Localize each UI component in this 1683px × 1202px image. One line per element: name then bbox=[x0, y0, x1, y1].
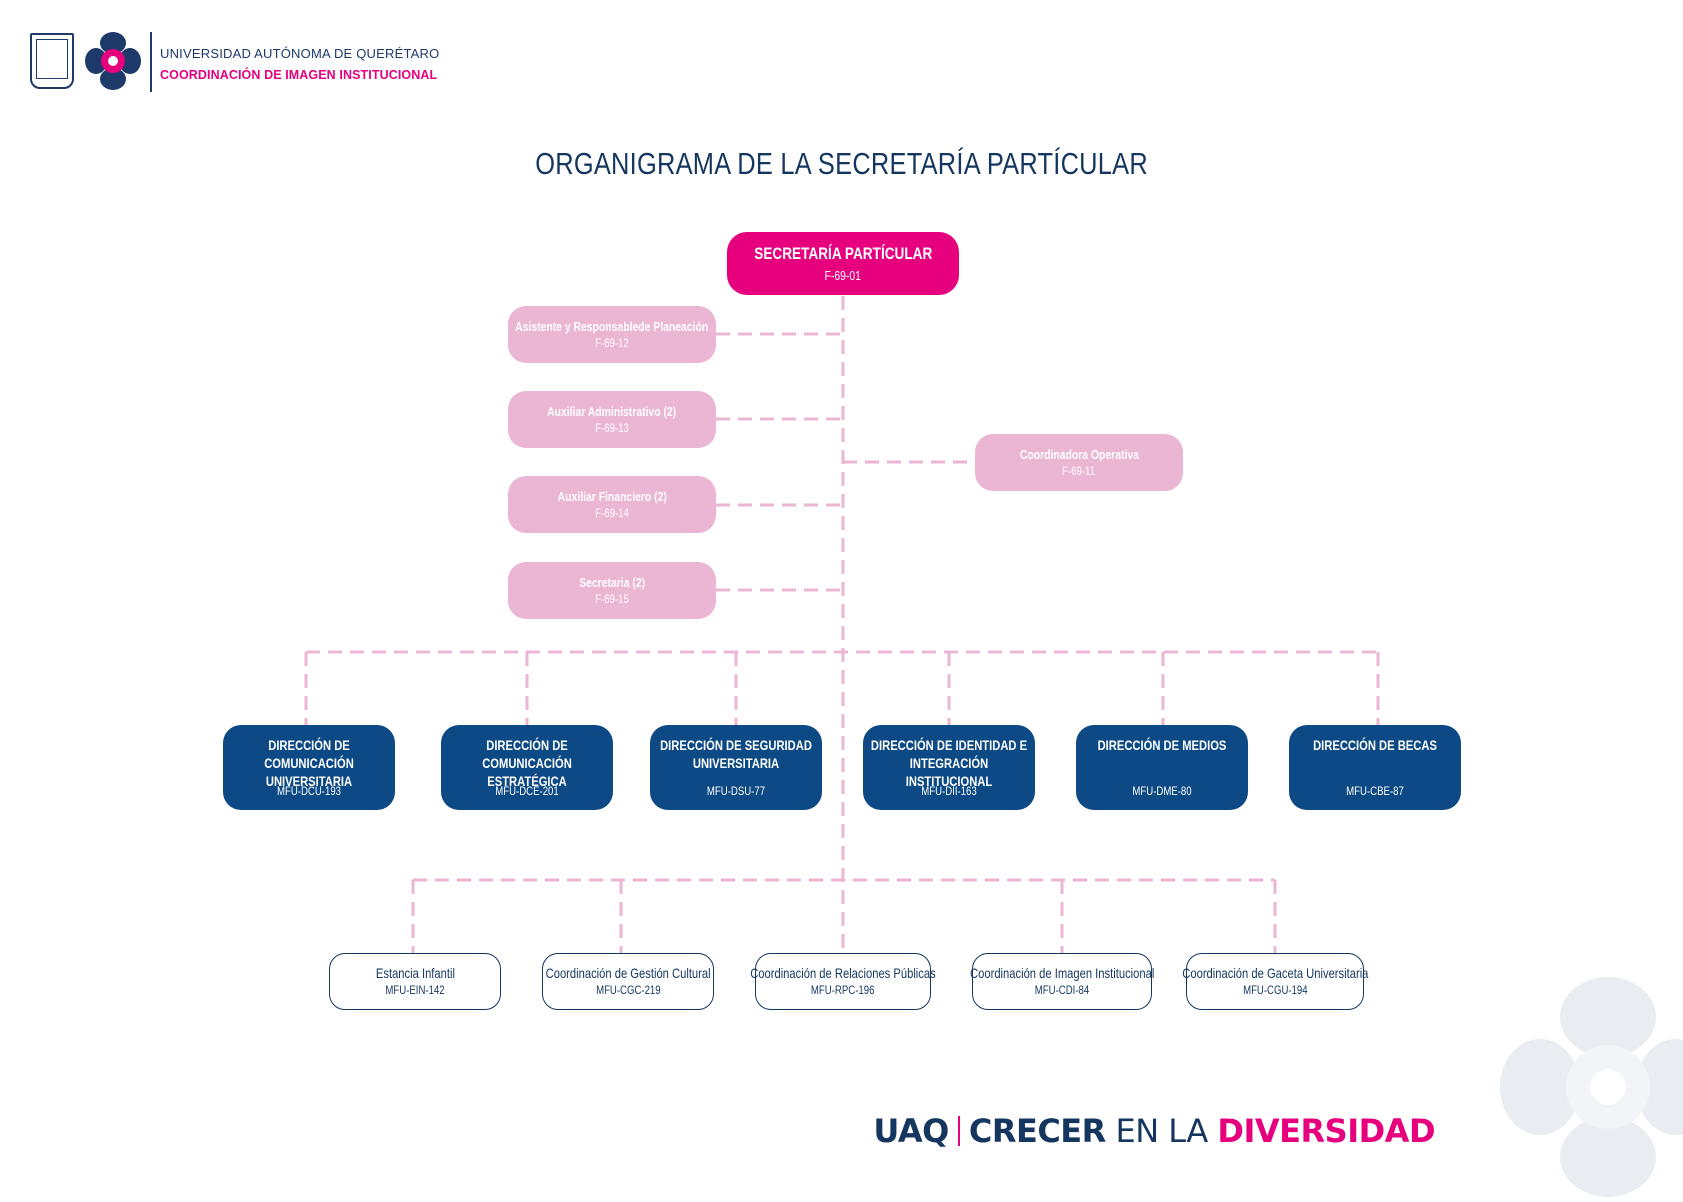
node-code: MFU-DCU-193 bbox=[276, 783, 341, 798]
node-code: F-69-01 bbox=[824, 267, 862, 283]
staff-node: Auxiliar Financiero (2) F-69-14 bbox=[508, 476, 716, 533]
node-title: Coordinación de Relaciones Públicas bbox=[750, 965, 936, 982]
node-code: MFU-DME-80 bbox=[1132, 783, 1192, 798]
node-code: MFU-DSU-77 bbox=[706, 783, 766, 798]
node-title: Asistente y Responsablede Planeación bbox=[515, 318, 709, 334]
node-title: Auxiliar Administrativo (2) bbox=[547, 403, 677, 419]
node-code: MFU-DII-163 bbox=[921, 783, 977, 798]
node-title: DIRECCIÓN DE COMUNICACIÓN ESTRATÉGICA bbox=[482, 737, 572, 789]
node-title: Auxiliar Financiero (2) bbox=[557, 488, 667, 504]
node-title: Coordinadora Operativa bbox=[1019, 446, 1139, 462]
node-code: MFU-CDI-84 bbox=[1034, 983, 1090, 998]
side-node-coordinadora-operativa: Coordinadora Operativa F-69-11 bbox=[975, 434, 1183, 491]
slogan-uaq: UAQ bbox=[873, 1112, 949, 1150]
slogan-crecer: CRECER bbox=[968, 1112, 1106, 1150]
node-code: MFU-CGU-194 bbox=[1242, 983, 1308, 998]
coordination-node: Estancia Infantil MFU-EIN-142 bbox=[329, 953, 501, 1010]
staff-node: Secretaria (2) F-69-15 bbox=[508, 562, 716, 619]
node-title: Secretaria (2) bbox=[579, 574, 645, 590]
node-title: SECRETARÍA PARTÍCULAR bbox=[753, 243, 933, 263]
university-name: UNIVERSIDAD AUTÓNOMA DE QUERÉTARO bbox=[160, 46, 440, 61]
slogan-separator bbox=[957, 1116, 960, 1146]
node-code: MFU-RPC-196 bbox=[811, 983, 875, 998]
slogan-diversidad: DIVERSIDAD bbox=[1217, 1112, 1435, 1150]
staff-node: Auxiliar Administrativo (2) F-69-13 bbox=[508, 391, 716, 448]
watermark-flower-icon bbox=[1500, 977, 1683, 1197]
uaq-crest-logo bbox=[30, 33, 74, 89]
coordination-node: Coordinación de Gestión Cultural MFU-CGC… bbox=[542, 953, 714, 1010]
node-code: F-69-14 bbox=[595, 506, 629, 521]
node-code: F-69-15 bbox=[595, 592, 629, 607]
flower-logo-icon bbox=[85, 32, 141, 90]
node-code: MFU-DCE-201 bbox=[495, 783, 559, 798]
coordination-node: Coordinación de Gaceta Universitaria MFU… bbox=[1182, 953, 1368, 1010]
node-code: MFU-EIN-142 bbox=[385, 983, 445, 998]
coordination-node: Coordinación de Imagen Institucional MFU… bbox=[969, 953, 1155, 1010]
node-code: MFU-CBE-87 bbox=[1346, 783, 1404, 798]
node-title: Coordinación de Imagen Institucional bbox=[969, 965, 1155, 982]
coordination-node: Coordinación de Relaciones Públicas MFU-… bbox=[750, 953, 936, 1010]
direction-node: DIRECCIÓN DE SEGURIDAD UNIVERSITARIA MFU… bbox=[650, 725, 822, 810]
staff-node: Asistente y Responsablede Planeación F-6… bbox=[508, 306, 716, 363]
node-title: DIRECCIÓN DE MEDIOS bbox=[1097, 737, 1227, 753]
node-title: DIRECCIÓN DE IDENTIDAD E INTEGRACIÓN INS… bbox=[870, 737, 1028, 789]
slogan: UAQ CRECER EN LA DIVERSIDAD bbox=[873, 1112, 1435, 1150]
node-code: MFU-CGC-219 bbox=[595, 983, 661, 998]
direction-node: DIRECCIÓN DE COMUNICACIÓN UNIVERSITARIA … bbox=[223, 725, 395, 810]
node-title: Coordinación de Gestión Cultural bbox=[545, 965, 711, 982]
header-divider bbox=[150, 32, 152, 92]
node-title: DIRECCIÓN DE COMUNICACIÓN UNIVERSITARIA bbox=[264, 737, 354, 789]
node-code: F-69-13 bbox=[595, 421, 629, 436]
direction-node: DIRECCIÓN DE BECAS MFU-CBE-87 bbox=[1289, 725, 1461, 810]
page-title: ORGANIGRAMA DE LA SECRETARÍA PARTÍCULAR bbox=[535, 146, 1148, 181]
direction-node: DIRECCIÓN DE COMUNICACIÓN ESTRATÉGICA MF… bbox=[441, 725, 613, 810]
node-title: DIRECCIÓN DE BECAS bbox=[1313, 737, 1437, 753]
node-title: Estancia Infantil bbox=[375, 965, 455, 982]
direction-node: DIRECCIÓN DE IDENTIDAD E INTEGRACIÓN INS… bbox=[863, 725, 1035, 810]
slogan-en-la: EN LA bbox=[1115, 1112, 1208, 1150]
node-code: F-69-11 bbox=[1062, 464, 1096, 479]
node-title: Coordinación de Gaceta Universitaria bbox=[1181, 965, 1369, 982]
top-node-secretaria-particular: SECRETARÍA PARTÍCULAR F-69-01 bbox=[727, 232, 959, 295]
department-name: COORDINACIÓN DE IMAGEN INSTITUCIONAL bbox=[160, 68, 438, 82]
direction-node: DIRECCIÓN DE MEDIOS MFU-DME-80 bbox=[1076, 725, 1248, 810]
node-code: F-69-12 bbox=[595, 336, 629, 351]
node-title: DIRECCIÓN DE SEGURIDAD UNIVERSITARIA bbox=[660, 737, 812, 771]
